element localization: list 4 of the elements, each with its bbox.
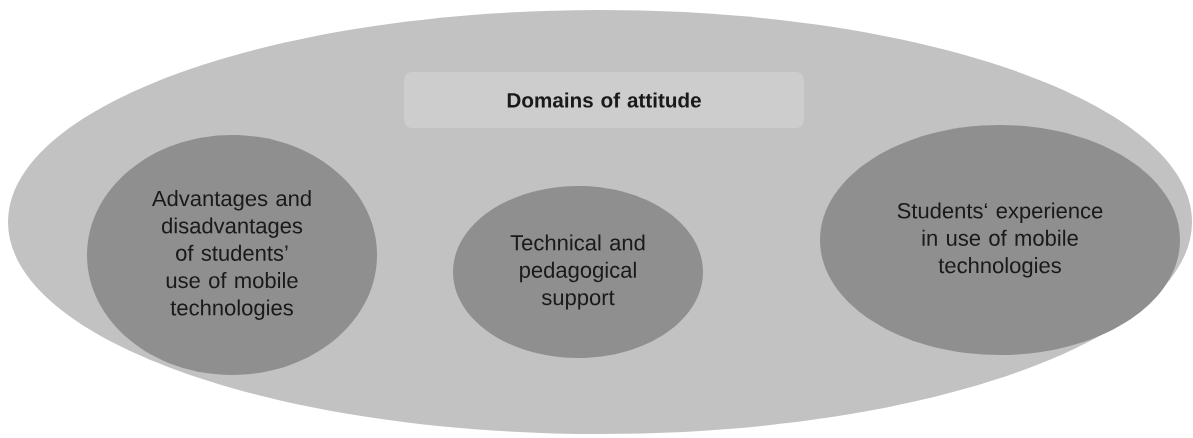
ellipse-node: Advantages and disadvantages of students’ use of mobile technologies xyxy=(87,135,377,375)
title-band: Domains of attitude xyxy=(404,72,804,128)
ellipse-node: Students‘ experience in use of mobile technologies xyxy=(820,125,1180,355)
ellipse-node: Technical and pedagogical support xyxy=(453,186,703,358)
